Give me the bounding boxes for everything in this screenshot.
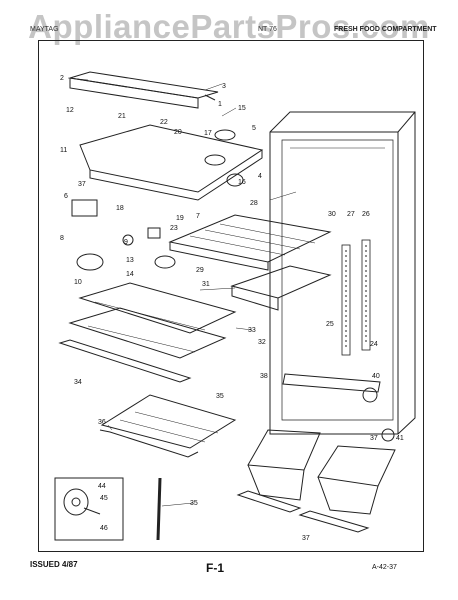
callout-7: 7 xyxy=(196,213,200,220)
callout-23: 23 xyxy=(170,225,178,232)
upper-shelf xyxy=(168,214,332,271)
callout-15: 15 xyxy=(238,105,246,112)
callout-3: 3 xyxy=(222,83,226,90)
callout-13: 13 xyxy=(126,257,134,264)
callout-8: 8 xyxy=(60,235,64,242)
footer-issued: ISSUED 4/87 xyxy=(30,560,78,569)
watermark: AppliancePartsPros.com xyxy=(28,8,430,45)
callout-33: 33 xyxy=(248,327,256,334)
callout-21: 21 xyxy=(118,113,126,120)
glass-shelf xyxy=(99,394,237,458)
callout-14: 14 xyxy=(126,271,134,278)
callout-32: 32 xyxy=(258,339,266,346)
footer-page: F-1 xyxy=(206,561,224,575)
callout-16: 16 xyxy=(238,179,246,186)
wire-shelf-pair xyxy=(58,282,237,383)
leader-lines xyxy=(67,77,297,507)
small-parts xyxy=(71,129,395,442)
callout-20: 20 xyxy=(174,129,182,136)
callout-25: 25 xyxy=(326,321,334,328)
crisper-cover-rails xyxy=(236,490,370,533)
callout-40: 37 xyxy=(78,181,86,188)
header-brand: MAYTAG xyxy=(30,26,59,33)
callout-19: 19 xyxy=(176,215,184,222)
callout-2: 2 xyxy=(60,75,64,82)
callout-43: 41 xyxy=(396,435,404,442)
callout-44: 44 xyxy=(98,483,106,490)
callout-6: 6 xyxy=(64,193,68,200)
callout-17: 17 xyxy=(204,130,212,137)
callout-36: 35 xyxy=(190,500,198,507)
callout-35: 35 xyxy=(216,393,224,400)
crisper-pans xyxy=(247,429,396,515)
callout-41: 38 xyxy=(260,373,268,380)
callout-46: 46 xyxy=(100,525,108,532)
drain-tube xyxy=(156,477,162,541)
callout-28: 28 xyxy=(250,200,258,207)
callout-27: 27 xyxy=(347,211,355,218)
header-model: NT 76 xyxy=(258,26,277,33)
callout-9: 9 xyxy=(124,239,128,246)
drain-trough xyxy=(282,373,381,393)
callout-10: 10 xyxy=(74,279,82,286)
callout-1: 1 xyxy=(218,101,222,108)
callout-26: 26 xyxy=(362,211,370,218)
roller-inset xyxy=(54,477,124,541)
callout-30: 30 xyxy=(328,211,336,218)
hinge-cover-assembly xyxy=(69,71,219,109)
callout-37: 36 xyxy=(98,419,106,426)
callout-34: 34 xyxy=(74,379,82,386)
footer-code: A-42-37 xyxy=(372,564,397,571)
refrigerator-cabinet xyxy=(269,111,416,435)
header-section: FRESH FOOD COMPARTMENT xyxy=(334,26,437,33)
callout-4: 4 xyxy=(258,173,262,180)
callout-38: 37 xyxy=(370,435,378,442)
meat-keeper xyxy=(230,265,332,311)
callout-45: 45 xyxy=(100,495,108,502)
callout-12: 12 xyxy=(66,107,74,114)
callout-24: 24 xyxy=(370,341,378,348)
callout-5: 5 xyxy=(252,125,256,132)
callout-18: 18 xyxy=(116,205,124,212)
control-housing xyxy=(79,124,264,201)
callout-11: 11 xyxy=(60,147,67,154)
callout-29: 29 xyxy=(196,267,204,274)
callout-40b: 37 xyxy=(302,535,310,542)
diagram-frame xyxy=(38,40,424,552)
callout-42: 40 xyxy=(372,373,380,380)
callout-22: 22 xyxy=(160,119,168,126)
callout-31: 31 xyxy=(202,281,210,288)
